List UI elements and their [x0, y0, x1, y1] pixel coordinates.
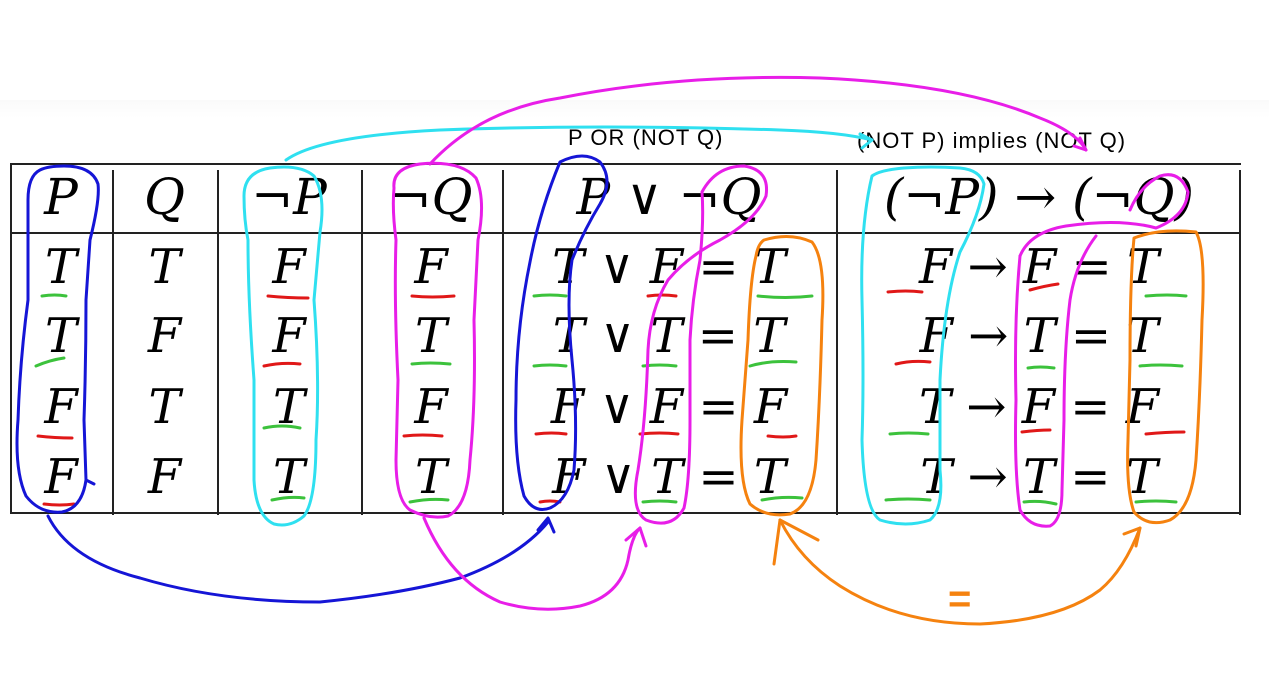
cell-r1-p: T [44, 239, 77, 295]
table-bottom-rule [10, 512, 1241, 514]
green-underlines [34, 293, 1188, 506]
orange-annotation [739, 229, 1205, 626]
cell-r4-not-p: T [272, 449, 305, 505]
column-divider [836, 170, 838, 515]
cell-r3-q: T [148, 379, 181, 435]
header-not-p: ¬P [251, 168, 327, 226]
table-right-border [1239, 170, 1241, 515]
header-not-q: ¬Q [389, 168, 473, 226]
table-header-rule [10, 232, 1241, 234]
cell-r4-not-q: T [414, 449, 447, 505]
cell-r1-not-p: F [272, 239, 306, 295]
column-divider [217, 170, 219, 515]
cell-r3-not-p: T [272, 379, 305, 435]
cell-r2-p: T [44, 308, 77, 364]
header-not-p-implies-not-q: (¬P) → (¬Q) [883, 168, 1195, 226]
table-left-border [10, 163, 12, 514]
equals-mark: = [948, 577, 971, 621]
cell-r1-not-q: F [414, 239, 448, 295]
cell-r3-or: F ∨ F = F [550, 379, 788, 435]
cell-r3-p: F [44, 379, 78, 435]
cell-r3-implies: T → F = F [918, 379, 1160, 435]
blue-annotation [15, 154, 609, 604]
cell-r1-q: T [148, 239, 181, 295]
cell-r4-p: F [44, 449, 78, 505]
cell-r3-not-q: F [414, 379, 448, 435]
cell-r4-implies: T → T = T [920, 449, 1158, 505]
magenta-annotation [391, 75, 1190, 611]
cyan-annotation [242, 125, 986, 527]
table-top-rule [10, 163, 1241, 165]
column-divider [502, 170, 504, 515]
cell-r4-q: F [147, 449, 182, 505]
cell-r2-implies: F → T = T [919, 308, 1159, 364]
cell-r2-not-p: F [272, 308, 306, 364]
header-q: Q [144, 168, 185, 226]
red-underlines [36, 282, 1186, 507]
cell-r1-or: T ∨ F = T [552, 239, 786, 295]
cell-r2-q: F [147, 308, 182, 364]
column-divider [361, 170, 363, 515]
cell-r2-not-q: T [414, 308, 447, 364]
header-p: P [44, 168, 78, 226]
column-divider [112, 170, 114, 515]
